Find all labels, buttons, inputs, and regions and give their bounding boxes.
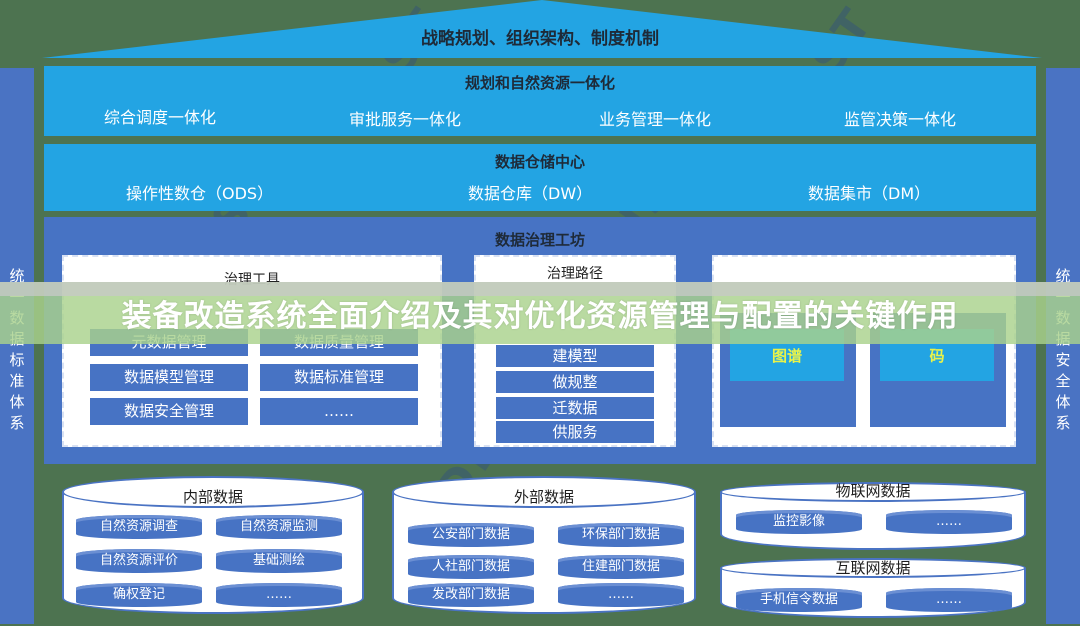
integration-layer: 规划和自然资源一体化 综合调度一体化 审批服务一体化 业务管理一体化 监管决策一… <box>44 66 1036 136</box>
layer-item: 监管决策一体化 <box>844 110 957 129</box>
workshop-title: 数据治理工坊 <box>494 231 585 249</box>
pillar-char: 标 <box>9 351 25 369</box>
internet-data-cylinder: 互联网数据 手机信令数据 …… <box>720 558 1026 618</box>
data-source-item: 确权登记 <box>76 583 202 607</box>
panel-title: 治理路径 <box>547 266 603 282</box>
cylinder-title: 互联网数据 <box>835 559 911 577</box>
tool-item: 数据模型管理 <box>90 364 248 391</box>
data-source-item: 发改部门数据 <box>408 583 534 607</box>
layer-title: 规划和自然资源一体化 <box>464 74 615 92</box>
cylinder-title: 物联网数据 <box>835 482 911 500</box>
path-step: 供服务 <box>496 421 654 443</box>
pillar-char: 统 <box>9 267 25 285</box>
pillar-char: 体 <box>1055 393 1071 411</box>
data-source-item: 基础测绘 <box>216 549 342 573</box>
pillar-char: 准 <box>9 372 25 390</box>
data-standard-pillar: 统 一 数 据 标 准 体 系 <box>0 68 34 624</box>
banner-band <box>0 282 1080 296</box>
layer-item: 数据仓库（DW） <box>468 184 593 203</box>
data-security-pillar: 统 一 数 据 安 全 体 系 <box>1046 68 1080 624</box>
roof-title: 战略规划、组织架构、制度机制 <box>421 29 659 49</box>
data-source-item: 环保部门数据 <box>558 523 684 547</box>
data-source-item: 手机信令数据 <box>736 588 862 612</box>
cylinder-title: 内部数据 <box>182 488 243 506</box>
path-step: 建模型 <box>496 345 654 367</box>
cylinder-title: 外部数据 <box>513 488 574 506</box>
external-data-cylinder: 外部数据 公安部门数据 环保部门数据 人社部门数据 住建部门数据 发改部门数据 … <box>392 476 696 614</box>
pillar-char: 安 <box>1055 351 1071 369</box>
pillar-char: 系 <box>1055 414 1071 432</box>
data-source-item: 自然资源监测 <box>216 515 342 539</box>
layer-item: 综合调度一体化 <box>104 108 217 127</box>
pillar-char: 系 <box>9 414 25 432</box>
data-source-item: 住建部门数据 <box>558 555 684 579</box>
data-source-item: …… <box>886 510 1012 534</box>
layer-item: 数据集市（DM） <box>808 184 931 203</box>
tool-item: 数据标准管理 <box>260 364 418 391</box>
data-source-item: 自然资源评价 <box>76 549 202 573</box>
data-source-item: 自然资源调查 <box>76 515 202 539</box>
layer-title: 数据仓储中心 <box>494 153 585 171</box>
internal-data-cylinder: 内部数据 自然资源调查 自然资源监测 自然资源评价 基础测绘 确权登记 …… <box>62 476 364 614</box>
cylinder-top <box>392 476 696 508</box>
layer-item: 业务管理一体化 <box>599 110 712 129</box>
data-source-item: …… <box>216 583 342 607</box>
pillar-char: 体 <box>9 393 25 411</box>
data-source-item: …… <box>558 583 684 607</box>
cylinder-top <box>62 476 364 508</box>
banner-title: 装备改造系统全面介绍及其对优化资源管理与配置的关键作用 <box>121 299 959 334</box>
tool-item: 数据安全管理 <box>90 398 248 425</box>
tool-item: …… <box>260 398 418 425</box>
cylinder-top <box>720 482 1026 502</box>
pillar-char: 全 <box>1055 372 1071 390</box>
cylinder-top <box>720 558 1026 578</box>
title-banner: 装备改造系统全面介绍及其对优化资源管理与配置的关键作用 <box>0 282 1080 344</box>
data-source-item: 公安部门数据 <box>408 523 534 547</box>
data-source-item: 人社部门数据 <box>408 555 534 579</box>
data-source-item: …… <box>886 588 1012 612</box>
iot-data-cylinder: 物联网数据 监控影像 …… <box>720 482 1026 550</box>
layer-item: 审批服务一体化 <box>349 110 462 129</box>
data-warehouse-layer: 数据仓储中心 操作性数仓（ODS） 数据仓库（DW） 数据集市（DM） <box>44 144 1036 211</box>
path-step: 迁数据 <box>496 397 654 419</box>
layer-item: 操作性数仓（ODS） <box>126 184 274 203</box>
path-step: 做规整 <box>496 371 654 393</box>
data-source-item: 监控影像 <box>736 510 862 534</box>
pillar-char: 统 <box>1055 267 1071 285</box>
